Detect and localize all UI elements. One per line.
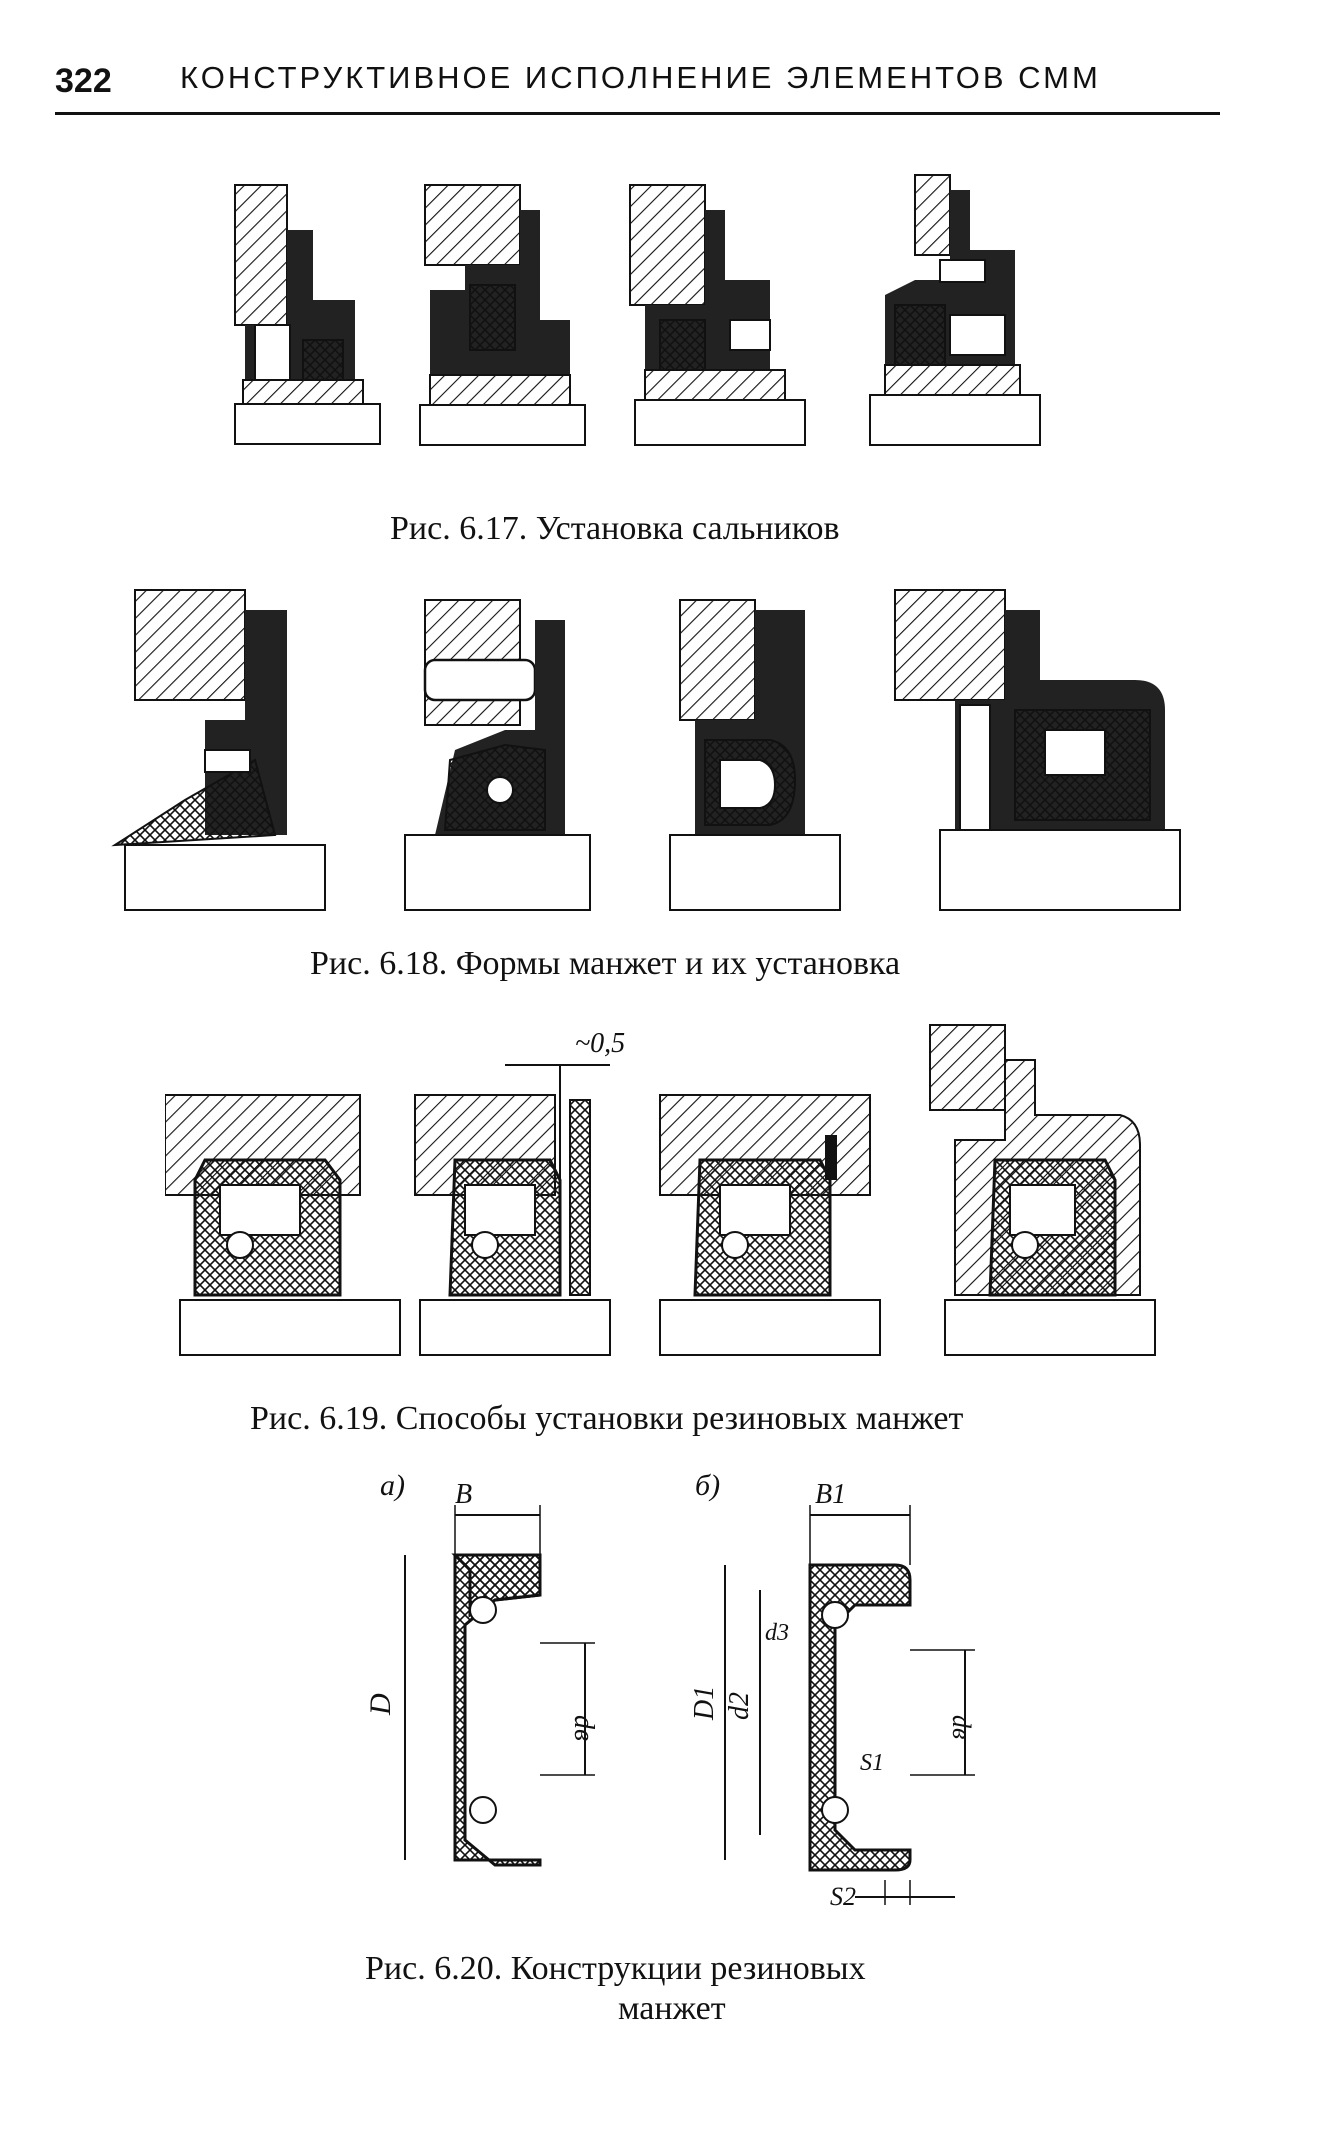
figure-6-17-caption: Рис. 6.17. Установка сальников [390, 510, 840, 547]
cuff-form-1 [111, 589, 326, 911]
figure-6-19-caption: Рис. 6.19. Способы установки резиновых м… [250, 1400, 964, 1437]
figure-6-18-caption: Рис. 6.18. Формы манжет и их установка [310, 945, 901, 982]
dim-dv-label-a: dв [568, 1715, 599, 1741]
page-number: 322 [55, 62, 112, 100]
running-title: КОНСТРУКТИВНОЕ ИСПОЛНЕНИЕ ЭЛЕМЕНТОВ СММ [180, 60, 1101, 95]
dim-s1-label: S1 [860, 1750, 884, 1776]
cuff-form-2 [404, 599, 591, 911]
header-rule [55, 112, 1220, 115]
panel-b-label: б) [695, 1469, 720, 1502]
panel-a-label: а) [380, 1469, 405, 1502]
figure-6-20-caption-line2: манжет [618, 1990, 726, 2027]
dim-b-label: B [455, 1479, 472, 1510]
figure-6-20-drawing: а) б) B D dв B1 D1 d2 d3 dв S1 [364, 1469, 976, 1911]
cuff-design-b: B1 D1 d2 d3 dв S1 S2 [689, 1479, 976, 1911]
installation-method-4 [929, 1024, 1156, 1356]
gland-assembly-2 [419, 184, 586, 446]
installation-method-2 [414, 1094, 611, 1356]
dim-b1-label: B1 [815, 1479, 846, 1510]
cuff-design-a: B D dв [364, 1479, 599, 1867]
dim-d2-label: d2 [724, 1692, 755, 1720]
cuff-form-3 [669, 599, 841, 911]
cuff-form-4 [894, 589, 1181, 911]
installation-method-1 [165, 1094, 401, 1356]
dim-d-label: D [364, 1693, 397, 1716]
dim-dv-label-b: dв [947, 1715, 976, 1739]
page-header: 322 КОНСТРУКТИВНОЕ ИСПОЛНЕНИЕ ЭЛЕМЕНТОВ … [0, 0, 1333, 120]
dim-s2-label: S2 [830, 1882, 856, 1911]
figure-6-19-drawing: ~0,5 [165, 1024, 1156, 1356]
gland-assembly-4 [869, 174, 1041, 446]
gland-assembly-3 [629, 184, 806, 446]
installation-method-3 [659, 1094, 881, 1356]
figure-6-17-drawing [234, 174, 1041, 446]
figure-6-18-drawing [111, 589, 1181, 911]
dim-d3-label: d3 [765, 1620, 789, 1646]
gland-assembly-1 [234, 184, 381, 445]
figure-6-20-caption-line1: Рис. 6.20. Конструкции резиновых [365, 1950, 866, 1987]
clearance-annotation: ~0,5 [575, 1028, 625, 1059]
dim-d1-label: D1 [689, 1686, 720, 1721]
